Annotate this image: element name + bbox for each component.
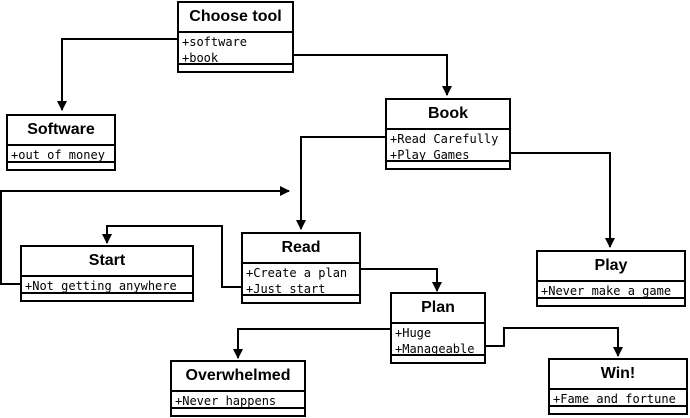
attr-out-of-money: +out of money: [11, 148, 105, 162]
node-start-title: Start: [22, 247, 192, 277]
node-plan: Plan +Huge +Manageable: [390, 292, 486, 364]
node-software-title: Software: [8, 116, 114, 146]
attr-huge: +Huge: [395, 326, 432, 340]
attr-just-start: +Just start: [246, 282, 326, 296]
attr-read-carefully: +Read Carefully: [390, 132, 499, 146]
node-play: Play +Never make a game: [536, 250, 686, 307]
node-win-title: Win!: [550, 360, 686, 390]
attr-software: +software: [182, 35, 248, 49]
attr-play-games: +Play Games: [390, 148, 470, 162]
attr-create-a-plan: +Create a plan: [246, 266, 348, 280]
edge-book-read: [296, 136, 386, 230]
attr-never-make-a-game: +Never make a game: [541, 284, 672, 298]
node-book: Book +Read Carefully +Play Games: [385, 98, 511, 170]
edge-choose-book: [293, 54, 452, 96]
node-play-title: Play: [538, 252, 684, 282]
edge-choose-software: [57, 38, 178, 111]
node-overwhelmed-title: Overwhelmed: [172, 362, 304, 392]
edge-start-loop: [0, 186, 290, 285]
node-choose-tool-title: Choose tool: [179, 3, 292, 33]
edge-book-play: [510, 152, 615, 248]
node-read-title: Read: [243, 234, 359, 264]
attr-never-happens: +Never happens: [175, 394, 277, 408]
attr-not-getting-anywhere: +Not getting anywhere: [25, 279, 177, 293]
node-overwhelmed: Overwhelmed +Never happens: [170, 360, 306, 417]
node-software: Software +out of money: [6, 114, 116, 171]
node-book-title: Book: [387, 100, 509, 130]
edge-read-start: [102, 225, 243, 288]
edge-read-plan: [359, 268, 442, 292]
node-choose-tool: Choose tool +software +book: [177, 1, 294, 73]
node-start: Start +Not getting anywhere: [20, 245, 194, 302]
attr-fame-and-fortune: +Fame and fortune: [553, 392, 676, 406]
edge-plan-win: [484, 327, 623, 357]
attr-manageable: +Manageable: [395, 342, 475, 356]
attr-book: +book: [182, 51, 219, 65]
node-win: Win! +Fame and fortune: [548, 358, 688, 415]
node-read: Read +Create a plan +Just start: [241, 232, 361, 304]
edge-plan-overwhelmed: [233, 328, 392, 359]
node-plan-title: Plan: [392, 294, 484, 324]
